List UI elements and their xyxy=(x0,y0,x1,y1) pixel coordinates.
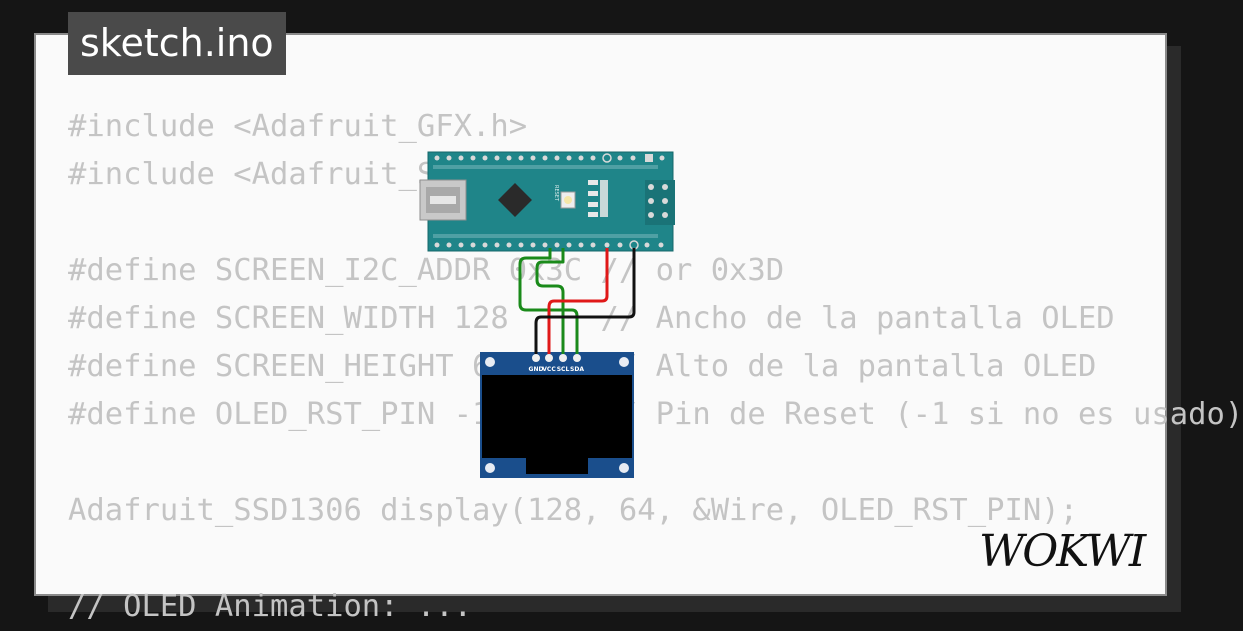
code-line: #include <Adafruit_GFX.h> xyxy=(68,109,528,144)
bottom-pin-labels xyxy=(433,234,658,238)
wires[interactable] xyxy=(518,248,636,354)
code-line: // OLED Animation: ... xyxy=(68,589,472,624)
bottom-header-pins xyxy=(434,240,664,250)
code-line: Adafruit_SSD1306 display(128, 64, &Wire,… xyxy=(68,493,1078,528)
microcontroller-chip xyxy=(498,183,532,217)
circuit-diagram: RESET xyxy=(419,151,675,478)
code-preview-panel: #include <Adafruit_GFX.h> #include <Adaf… xyxy=(34,33,1243,624)
wokwi-logo: WOKWI xyxy=(979,526,1150,577)
arduino-nano-board[interactable]: RESET xyxy=(419,151,675,252)
svg-text:WOKWI: WOKWI xyxy=(979,526,1148,577)
usb-connector xyxy=(419,179,467,221)
reset-button[interactable] xyxy=(560,191,576,209)
pin-label-scl: SCL xyxy=(557,366,570,373)
pin-label-vcc: VCC xyxy=(542,366,556,373)
reset-label: RESET xyxy=(553,185,559,202)
status-leds xyxy=(588,180,608,217)
top-pin-labels xyxy=(433,165,658,169)
wire-green-sda[interactable] xyxy=(518,248,579,354)
wire-black-gnd[interactable] xyxy=(534,248,636,354)
top-header-pins xyxy=(434,153,665,163)
icsp-header xyxy=(645,180,675,225)
wire-red-vcc[interactable] xyxy=(547,248,609,354)
code-block: #include <Adafruit_GFX.h> #include <Adaf… xyxy=(68,103,1243,624)
wire-green-scl[interactable] xyxy=(535,248,565,354)
oled-ribbon xyxy=(526,458,588,474)
oled-screen xyxy=(482,375,632,458)
pin-label-gnd: GND xyxy=(529,366,544,373)
file-title-tab: sketch.ino xyxy=(68,12,286,75)
oled-display-module[interactable]: GND VCC SCL SDA xyxy=(480,352,634,478)
pin-label-sda: SDA xyxy=(570,366,584,373)
